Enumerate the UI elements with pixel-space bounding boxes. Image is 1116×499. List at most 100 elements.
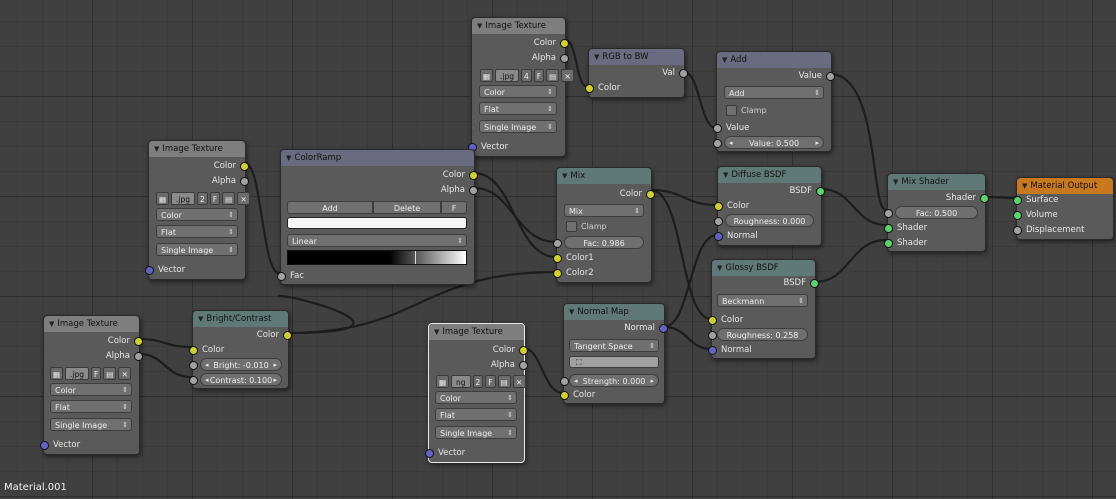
image-name[interactable]: .jpg xyxy=(65,366,89,380)
output-color-socket[interactable] xyxy=(469,171,478,180)
open-folder-icon[interactable]: ▤ xyxy=(222,191,236,205)
input-bright-socket[interactable] xyxy=(189,361,198,370)
collapse-triangle-icon[interactable]: ▼ xyxy=(1022,182,1028,190)
input-normal-socket[interactable] xyxy=(708,346,717,355)
fac-field[interactable]: Fac: 0.986 xyxy=(564,236,644,249)
output-color-socket[interactable] xyxy=(519,346,528,355)
node-bright-contrast[interactable]: ▼Bright/Contrast Color Color ◂Bright: -0… xyxy=(189,310,292,389)
color-space-dropdown[interactable]: Color xyxy=(479,85,557,99)
output-alpha-socket[interactable] xyxy=(560,54,569,63)
decrement-arrow-icon[interactable]: ◂ xyxy=(205,361,209,369)
contrast-field[interactable]: ◂Contrast: 0.100▸ xyxy=(200,373,282,386)
node-header[interactable]: ▼Image Texture xyxy=(149,141,245,157)
bright-field[interactable]: ◂Bright: -0.010▸ xyxy=(200,358,282,371)
node-math-add[interactable]: ▼Add Value Add Clamp Value ◂Value: 0.500… xyxy=(713,51,835,152)
checkbox-box[interactable] xyxy=(566,221,577,232)
node-image-texture-top[interactable]: ▼Image Texture Color Alpha ▦ .jpg 4 F ▤ … xyxy=(468,17,575,157)
image-browse-icon[interactable]: ▦ xyxy=(50,366,63,380)
collapse-triangle-icon[interactable]: ▼ xyxy=(569,308,575,316)
node-header[interactable]: ▼Glossy BSDF xyxy=(712,260,815,276)
input-fac-socket[interactable] xyxy=(277,272,286,281)
node-header[interactable]: ▼Image Texture xyxy=(472,18,565,34)
node-normal-map[interactable]: ▼Normal Map Normal Tangent Space ⛶ ◂Stre… xyxy=(560,303,668,404)
blend-mode-dropdown[interactable]: Mix xyxy=(564,204,644,218)
increment-arrow-icon[interactable]: ▸ xyxy=(273,376,277,384)
output-value-socket[interactable] xyxy=(826,72,835,81)
node-header[interactable]: ▼Material Output xyxy=(1017,178,1113,194)
output-alpha-socket[interactable] xyxy=(469,186,478,195)
projection-dropdown[interactable]: Flat xyxy=(479,102,557,116)
input-vector-socket[interactable] xyxy=(425,449,434,458)
flip-ramp-button[interactable]: F xyxy=(441,201,467,214)
input-normal-socket[interactable] xyxy=(714,232,723,241)
image-browse-icon[interactable]: ▦ xyxy=(156,191,169,205)
input-fac-socket[interactable] xyxy=(553,239,562,248)
collapse-triangle-icon[interactable]: ▼ xyxy=(198,315,204,323)
collapse-triangle-icon[interactable]: ▼ xyxy=(723,171,729,179)
output-val-socket[interactable] xyxy=(679,69,688,78)
projection-dropdown[interactable]: Flat xyxy=(435,408,517,422)
increment-arrow-icon[interactable]: ▸ xyxy=(815,139,819,147)
output-color-socket[interactable] xyxy=(134,337,143,346)
node-mix-rgb[interactable]: ▼Mix Color Mix Clamp Fac: 0.986 Color1 C… xyxy=(553,167,655,283)
image-browse-icon[interactable]: ▦ xyxy=(480,68,493,82)
projection-dropdown[interactable]: Flat xyxy=(50,400,132,414)
node-image-texture-middle[interactable]: ▼Image Texture Color Alpha ▦ ng 2 F ▤ ✕ … xyxy=(425,323,528,463)
input-color-socket[interactable] xyxy=(708,316,717,325)
output-alpha-socket[interactable] xyxy=(134,352,143,361)
output-color-socket[interactable] xyxy=(240,162,249,171)
node-header[interactable]: ▼Bright/Contrast xyxy=(193,311,288,327)
input-volume-socket[interactable] xyxy=(1013,211,1022,220)
source-dropdown[interactable]: Single Image xyxy=(435,426,517,440)
image-selector[interactable]: ▦ .jpg 4 F ▤ ✕ xyxy=(480,68,575,82)
node-header[interactable]: ▼Image Texture xyxy=(429,324,524,340)
input-vector-socket[interactable] xyxy=(145,266,154,275)
node-header[interactable]: ▼RGB to BW xyxy=(589,49,684,65)
node-rgb-to-bw[interactable]: ▼RGB to BW Val Color xyxy=(585,48,688,98)
color-ramp-gradient[interactable] xyxy=(287,250,467,265)
node-header[interactable]: ▼Image Texture xyxy=(44,316,139,332)
image-selector[interactable]: ▦ .jpg F ▤ ✕ xyxy=(50,366,132,380)
checkbox-box[interactable] xyxy=(726,105,737,116)
node-header[interactable]: ▼Mix Shader xyxy=(888,174,985,190)
increment-arrow-icon[interactable]: ▸ xyxy=(650,377,654,385)
delete-stop-button[interactable]: Delete xyxy=(373,201,441,214)
input-color1-socket[interactable] xyxy=(553,254,562,263)
input-roughness-socket[interactable] xyxy=(708,331,717,340)
output-shader-socket[interactable] xyxy=(980,194,989,203)
node-glossy-bsdf[interactable]: ▼Glossy BSDF BSDF Beckmann Color Roughne… xyxy=(708,259,819,359)
image-name[interactable]: ng xyxy=(451,374,471,388)
input-contrast-socket[interactable] xyxy=(189,376,198,385)
collapse-triangle-icon[interactable]: ▼ xyxy=(722,56,728,64)
input-color-socket[interactable] xyxy=(714,202,723,211)
close-icon[interactable]: ✕ xyxy=(237,191,251,205)
uv-map-field[interactable]: ⛶ xyxy=(569,356,659,368)
input-shader2-socket[interactable] xyxy=(884,239,893,248)
node-mix-shader[interactable]: ▼Mix Shader Shader Fac: 0.500 Shader Sha… xyxy=(884,173,989,252)
input-vector-socket[interactable] xyxy=(40,441,49,450)
node-colorramp[interactable]: ▼ColorRamp Color Alpha Add Delete F Line… xyxy=(277,149,478,285)
source-dropdown[interactable]: Single Image xyxy=(479,120,557,134)
clamp-checkbox[interactable]: Clamp xyxy=(566,221,607,233)
active-stop-color[interactable] xyxy=(287,217,467,229)
image-selector[interactable]: ▦ ng 2 F ▤ ✕ xyxy=(436,374,526,388)
input-roughness-socket[interactable] xyxy=(714,217,723,226)
fake-user-toggle[interactable]: F xyxy=(209,191,221,205)
fake-user-toggle[interactable]: F xyxy=(533,68,545,82)
close-icon[interactable]: ✕ xyxy=(512,374,526,388)
add-stop-button[interactable]: Add xyxy=(287,201,373,214)
node-image-texture-left[interactable]: ▼Image Texture Color Alpha ▦ .jpg 2 F ▤ … xyxy=(145,140,251,280)
clamp-checkbox[interactable]: Clamp xyxy=(726,105,767,117)
open-folder-icon[interactable]: ▤ xyxy=(497,374,511,388)
decrement-arrow-icon[interactable]: ◂ xyxy=(574,377,578,385)
color-space-dropdown[interactable]: Color xyxy=(50,383,132,397)
output-bsdf-socket[interactable] xyxy=(816,187,825,196)
fake-user-toggle[interactable]: F xyxy=(91,366,102,380)
open-folder-icon[interactable]: ▤ xyxy=(546,68,560,82)
image-name[interactable]: .jpg xyxy=(495,68,519,82)
node-diffuse-bsdf[interactable]: ▼Diffuse BSDF BSDF Color Roughness: 0.00… xyxy=(714,166,825,246)
collapse-triangle-icon[interactable]: ▼ xyxy=(286,154,292,162)
close-icon[interactable]: ✕ xyxy=(118,366,132,380)
strength-field[interactable]: ◂Strength: 0.000▸ xyxy=(569,374,659,387)
ramp-stop-white[interactable] xyxy=(464,251,465,264)
